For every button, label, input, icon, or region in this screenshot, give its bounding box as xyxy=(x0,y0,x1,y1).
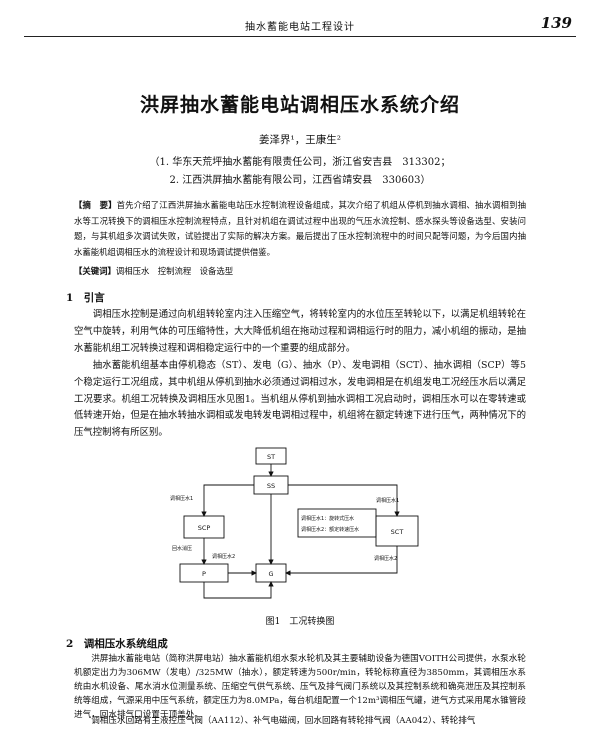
label-tiaoxiang1-right: 调相压水1 xyxy=(376,497,399,504)
section-heading-composition: 2 调相压水系统组成 xyxy=(66,638,168,650)
label-tiaoxiang2-right: 调相压水2 xyxy=(374,555,397,562)
header-rule xyxy=(24,36,576,37)
keywords-text: 调相压水 控制流程 设备选型 xyxy=(115,266,234,276)
legend-box xyxy=(297,508,377,538)
figure-mode-transition: ST SS SCP SCT P G 调相压水1 回水消压 调相压水2 调相压水1… xyxy=(170,447,419,599)
keywords-label: 【关键词】 xyxy=(74,266,116,276)
node-st: ST xyxy=(267,453,275,461)
running-header: 抽水蓄能电站工程设计 139 xyxy=(24,14,576,37)
figure-caption: 图1 工况转换图 xyxy=(265,617,335,627)
paragraph-4: 调相压水回路有主液控压气阀（AA112）、补气电磁阀，回水回路有转轮排气阀（AA… xyxy=(91,716,476,726)
legend-line-2: 调相压水2：额定转速压水 xyxy=(301,526,359,533)
node-g: G xyxy=(268,570,273,578)
label-huishui: 回水消压 xyxy=(172,545,192,552)
paper-title: 洪屏抽水蓄能电站调相压水系统介绍 xyxy=(139,94,460,116)
paragraph-3: 洪屏抽水蓄能电站（简称洪屏电站）抽水蓄能机组水泵水轮机及其主要辅助设备为德国VO… xyxy=(74,654,526,720)
abstract: 【摘 要】首先介绍了江西洪屏抽水蓄能电站压水控制流程设备组成，其次介绍了机组从停… xyxy=(74,198,526,260)
affiliation-2: 2. 江西洪屏抽水蓄能有限公司，江西省靖安县 330603） xyxy=(169,175,431,186)
keywords: 【关键词】调相压水 控制流程 设备选型 xyxy=(74,265,233,277)
paragraph-1: 调相压水控制是通过向机组转轮室内注入压缩空气，将转轮室内的水位压至转轮以下，以满… xyxy=(74,309,526,354)
paragraph-2: 抽水蓄能机组基本由停机稳态（ST）、发电（G）、抽水（P）、发电调相（SCT）、… xyxy=(74,360,526,439)
abstract-text: 首先介绍了江西洪屏抽水蓄能电站压水控制流程设备组成，其次介绍了机组从停机到抽水调… xyxy=(74,200,526,257)
authors: 姜泽界¹，王康生² xyxy=(259,134,341,146)
node-sct: SCT xyxy=(391,528,404,536)
node-ss: SS xyxy=(267,482,275,490)
legend-line-1: 调相压水1：旋转式压水 xyxy=(301,515,354,522)
abstract-label: 【摘 要】 xyxy=(74,200,117,210)
page-number: 139 xyxy=(540,14,572,32)
running-title: 抽水蓄能电站工程设计 xyxy=(245,22,355,33)
label-tiaoxiang1-left: 调相压水1 xyxy=(170,495,193,502)
node-scp: SCP xyxy=(198,524,211,532)
section-heading-intro: 1 引言 xyxy=(66,292,105,304)
node-p: P xyxy=(202,570,206,578)
affiliation-1: （1. 华东天荒坪抽水蓄能有限责任公司，浙江省安吉县 313302； xyxy=(149,157,451,168)
label-tiaoxiang2-left: 调相压水2 xyxy=(212,553,235,560)
